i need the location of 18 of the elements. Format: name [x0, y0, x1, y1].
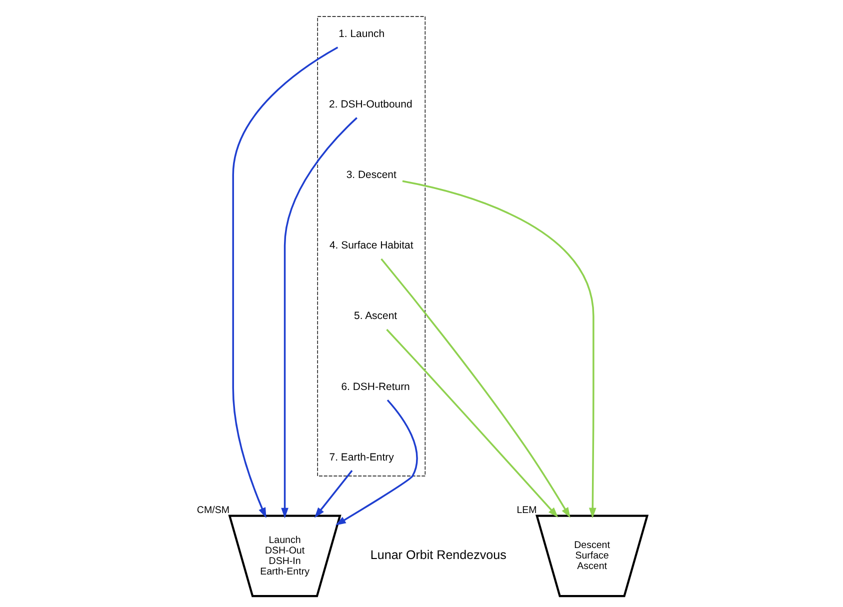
- node-text: 4. Surface Habitat: [328, 240, 413, 252]
- arrow: [386, 328, 558, 518]
- node-text: 2. DSH-Outbound: [328, 100, 412, 111]
- node-label: CM/SM: [196, 505, 229, 516]
- arrow: [380, 258, 570, 518]
- label: Lunar Orbit Rendezvous: [370, 548, 506, 562]
- node-label: LEM: [516, 505, 536, 516]
- node-text: 7. Earth-Entry: [328, 452, 394, 464]
- arrow: [280, 117, 357, 518]
- node-text: 3. Descent: [346, 170, 396, 182]
- arrow: [402, 180, 596, 518]
- arrow: [334, 399, 418, 526]
- node-text: 6. DSH-Return: [340, 382, 410, 393]
- node-text: 5. Ascent: [354, 311, 397, 322]
- arrow: [232, 46, 338, 518]
- arrow: [314, 470, 352, 518]
- node-text: 1. Launch: [338, 29, 384, 40]
- cluster: [316, 16, 425, 476]
